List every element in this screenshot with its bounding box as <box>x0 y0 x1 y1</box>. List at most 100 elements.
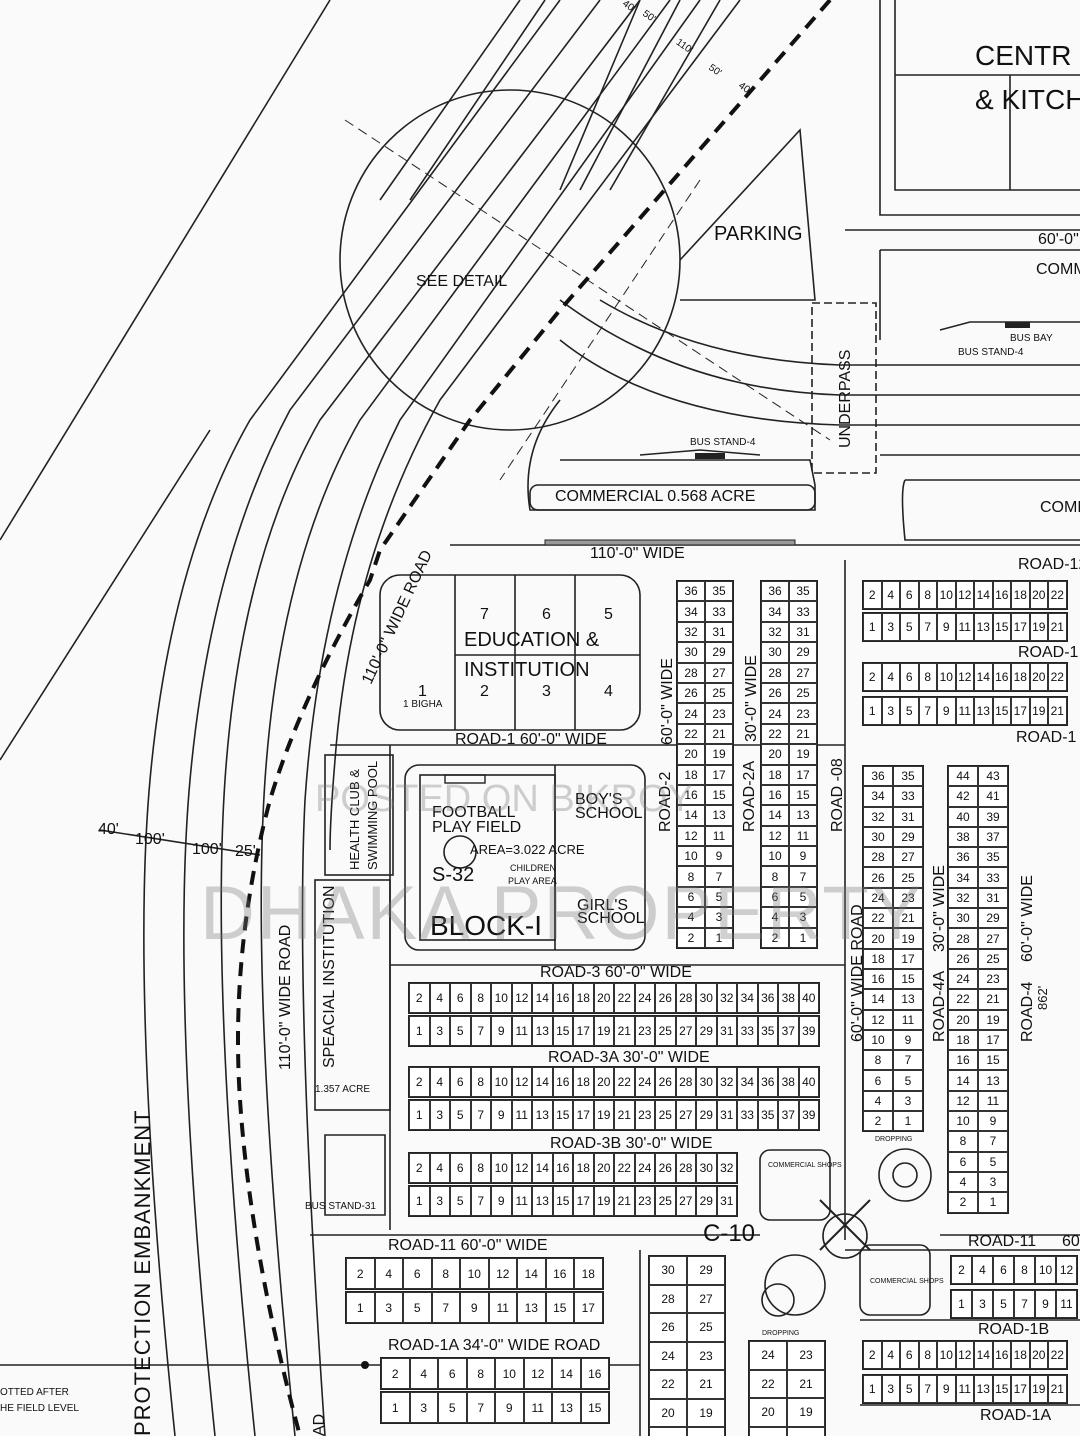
plot-cell: 5 <box>900 613 919 641</box>
road-11-right-label: ROAD-11 <box>968 1233 1037 1250</box>
plot-cell: 18 <box>574 1258 603 1289</box>
football-label: FOOTBALL <box>432 804 516 821</box>
plot-cell: 18 <box>573 1153 594 1183</box>
edu-plot-7: 7 <box>480 606 489 623</box>
plot-cell: 10 <box>937 581 956 609</box>
plot-cell: 25 <box>893 867 923 888</box>
plot-cell: 2 <box>948 1192 978 1213</box>
road-12-right-label: ROAD-12 <box>1018 556 1080 573</box>
girls-school-label-2: SCHOOL <box>577 910 645 927</box>
plot-cell: 18 <box>863 948 893 969</box>
plot-cell: 5 <box>893 1070 923 1091</box>
plot-cell: 3 <box>789 907 817 928</box>
plot-cell: 31 <box>705 621 733 643</box>
plot-cell: 31 <box>893 806 923 827</box>
plot-cell: 31 <box>716 1100 737 1130</box>
plot-cell: 35 <box>893 766 923 787</box>
plot-cell: 24 <box>634 983 655 1013</box>
plot-cell: 4 <box>429 1067 450 1097</box>
parking-label: PARKING <box>714 223 803 245</box>
girls-school-label-1: GIRL'S <box>577 897 629 914</box>
plot-cell: 27 <box>687 1284 725 1313</box>
plot-cell: 9 <box>893 1029 923 1051</box>
plot-cell: 29 <box>705 642 733 663</box>
plot-cell: 26 <box>655 983 676 1013</box>
plot-cell: 21 <box>893 908 923 929</box>
plot-cell: 13 <box>517 1292 546 1323</box>
plot-cell: 16 <box>863 968 893 990</box>
commercial-label: COMMERCIAL 0.568 ACRE <box>555 488 756 505</box>
plot-cell: 21 <box>1048 1375 1067 1403</box>
left-dim-2: 100' <box>135 831 165 848</box>
plot-cell: 1 <box>789 927 817 949</box>
plot-cell: 14 <box>552 1358 581 1389</box>
plot-cell: 16 <box>761 784 789 806</box>
road-1-label: ROAD-1 60'-0" WIDE <box>455 731 607 748</box>
plot-cell: 18 <box>677 764 705 785</box>
road-4-dim-label: 862' <box>1035 985 1050 1010</box>
left-dim-4: 25' <box>235 843 256 860</box>
plot-cell: 23 <box>687 1341 725 1370</box>
plot-cell: 27 <box>675 1186 696 1216</box>
plot-cell: 10 <box>677 846 705 867</box>
plot-cell: 1 <box>409 1100 430 1130</box>
plot-cell: 11 <box>978 1090 1008 1112</box>
plot-cell: 24 <box>863 887 893 909</box>
plot-cell: 27 <box>705 662 733 683</box>
road-bottom-label: AD <box>311 1413 328 1436</box>
plot-cell: 34 <box>761 601 789 622</box>
plot-cell: 20 <box>593 1067 614 1097</box>
plot-cell: 9 <box>460 1292 489 1323</box>
plot-cell: 36 <box>761 581 789 602</box>
plot-cell: 14 <box>532 1153 553 1183</box>
edu-plot-3: 3 <box>542 683 551 700</box>
plot-cell: 21 <box>705 723 733 745</box>
plot-cell: 4 <box>863 1090 893 1112</box>
plot-cell: 30 <box>696 1153 717 1183</box>
plot-cell: 11 <box>789 825 817 847</box>
commercial-right-label: COMM <box>1040 499 1080 516</box>
plot-cell: 17 <box>1011 697 1030 725</box>
plot-cell: 19 <box>1029 613 1048 641</box>
plot-cell: 9 <box>978 1111 1008 1132</box>
plot-cell: 30 <box>677 642 705 663</box>
plot-cell: 37 <box>778 1100 799 1130</box>
plot-cell: 4 <box>677 907 705 928</box>
plot-cell: 7 <box>470 1186 491 1216</box>
plot-cell: 11 <box>955 1375 974 1403</box>
children-label-1: CHILDREN <box>510 863 557 873</box>
plot-cell: 32 <box>948 887 978 909</box>
plot-cell: 18 <box>1011 1341 1030 1369</box>
plot-cell: 19 <box>893 928 923 949</box>
plot-cell: 21 <box>614 1186 635 1216</box>
edu-plot-5: 5 <box>604 606 613 623</box>
plot-cell: 2 <box>951 1256 972 1284</box>
plot-cell: 35 <box>705 581 733 602</box>
plot-cell: 33 <box>737 1100 758 1130</box>
plot-cell: 28 <box>863 847 893 868</box>
plot-cell: 9 <box>491 1186 512 1216</box>
plot-cell: 35 <box>789 581 817 602</box>
plot-cell: 4 <box>881 581 900 609</box>
plot-cell: 7 <box>470 1016 491 1046</box>
plot-cell: 5 <box>789 886 817 908</box>
plot-cell: 11 <box>893 1009 923 1030</box>
plot-cell: 15 <box>545 1292 574 1323</box>
plot-cell: 6 <box>438 1358 467 1389</box>
plot-cell: 29 <box>978 908 1008 929</box>
road-110-wide-label: 110'-0" WIDE <box>590 545 685 562</box>
plot-cell: 8 <box>1014 1256 1035 1284</box>
plot-cell: 2 <box>677 927 705 949</box>
plot-cell: 30 <box>696 983 717 1013</box>
central-kitchen-label-1: CENTR <box>975 40 1072 71</box>
plot-cell: 7 <box>918 1375 937 1403</box>
plot-cell: 33 <box>789 601 817 622</box>
plot-cell: 20 <box>677 744 705 765</box>
commercial-shops-label-2: COMMERCIAL SHOPS <box>870 1278 944 1285</box>
road-2a-label: ROAD-2A <box>741 760 758 832</box>
plot-cell: 4 <box>429 1153 450 1183</box>
